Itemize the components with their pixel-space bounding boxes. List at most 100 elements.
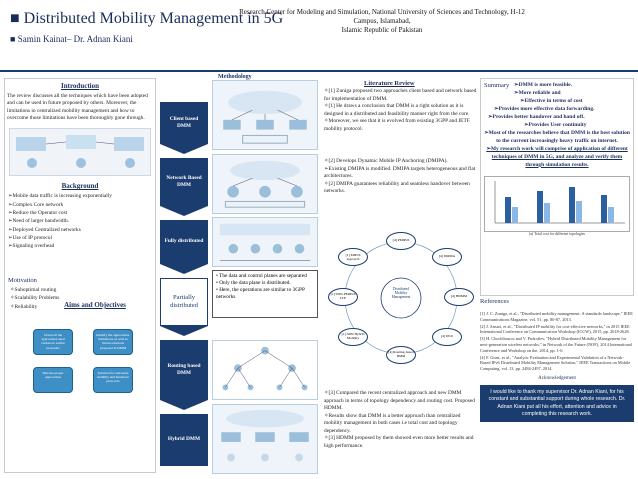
summary-item: ➢Most of the researches believe that DMM…: [484, 129, 630, 144]
routing-based-figure: [212, 340, 318, 400]
aim-bubble: Solution for end users mobility and hand…: [93, 366, 133, 393]
list-item: ➢Deployed Centralized networks: [8, 226, 81, 233]
client-network-figure: [212, 80, 318, 150]
background-heading: Background: [61, 182, 99, 191]
middle-column: Methodology Client based DMM Network Bas…: [160, 74, 478, 475]
poster-header: [0, 0, 638, 68]
stage-hybrid: Hybrid DMM: [160, 414, 208, 466]
stage-arrow: [160, 206, 208, 216]
header-divider: [0, 70, 638, 72]
aims-diagram: Given all the approaches used various in…: [5, 309, 155, 419]
literature-bottom: ✧[3] Compared the recent centralized app…: [324, 390, 478, 451]
lit-item: ✧[3] Compared the recent centralized app…: [324, 390, 475, 412]
methodology-heading: Methodology: [218, 74, 252, 80]
stage-arrow: [160, 326, 208, 336]
literature-top: ✧[1] Zuniga proposed two approaches clie…: [324, 88, 478, 133]
references-heading: References: [480, 298, 509, 305]
background-list: ➢Mobile data traffic is increasing expon…: [5, 190, 155, 253]
list-item: ➢Mobile data traffic is increasing expon…: [8, 193, 112, 200]
approach-node: [4] Routing-based DMM: [386, 346, 416, 364]
bullet-icon: ■: [10, 10, 20, 27]
summary-item: ➢Provides more effective data forwarding…: [494, 105, 595, 112]
note-item: • Here, the operations are similar to 3G…: [216, 287, 305, 301]
note-item: • Only the data plane is distributed.: [216, 280, 291, 287]
affiliation: Research Center for Modeling and Simulat…: [232, 8, 532, 35]
approach-node: [1] MIPv6 approach: [338, 248, 368, 266]
note-item: • The data and control planes are separa…: [216, 273, 307, 279]
network-based-figure: [212, 154, 318, 214]
references-list: [1] J. C. Zuniga, et al., "Distributed m…: [480, 311, 634, 372]
summary-heading: Summary: [484, 82, 510, 89]
stage-client-based: Client based DMM: [160, 102, 208, 144]
left-column: Introduction The review discusses all th…: [4, 78, 156, 473]
lit-item: ✧[2] Develops Dynamic Mobile IP Anchorin…: [324, 158, 448, 164]
poster-title: ■ Distributed Mobility Management in 5G: [10, 10, 283, 28]
stage-arrow: [160, 144, 208, 154]
aim-bubble: Identify the approaches, limitations as …: [93, 328, 133, 355]
right-column: Summary ➢DMM is more feasible. ➢More rel…: [480, 78, 634, 475]
lit-item: ➢Existing DMIPA is modified. DMIPA targe…: [324, 165, 476, 180]
motivation-list: ✧Suboptimal routing ✧Scalability Problem…: [5, 286, 155, 311]
list-item: ➢Need of larger bandwidth.: [8, 218, 70, 225]
acknowledgement-text: I would like to thank my supervisor Dr. …: [480, 384, 634, 423]
reference-item: [1] J. C. Zuniga, et al., "Distributed m…: [480, 311, 633, 322]
authors-text: Samin Kainat– Dr. Adnan Kiani: [17, 34, 133, 44]
lit-item: ✧[3] HDMM proposed by them showed even m…: [324, 435, 474, 449]
authors: ■ Samin Kainat– Dr. Adnan Kiani: [10, 34, 133, 44]
summary-item: ➢Provides better handover and hand off.: [488, 113, 585, 120]
lit-item: ✧Results show that DMM is a better appro…: [324, 412, 461, 434]
affiliation-line-1: Research Center for Modeling and Simulat…: [239, 8, 525, 26]
list-item: ➢Reduce the Operator cost: [8, 209, 68, 216]
partial-notes-box: • The data and control planes are separa…: [212, 270, 318, 318]
lit-item: ✧[1] He draws a conclusion that DMM is a…: [324, 103, 470, 117]
stage-routing-based: Routing based DMM: [160, 340, 208, 400]
summary-item: ➢Provides User continuity: [524, 121, 587, 128]
approach-node: [4] DMMA: [432, 248, 462, 266]
literature-middle: ✧[2] Develops Dynamic Mobile IP Anchorin…: [324, 158, 478, 196]
chart-caption: (a) Total cost for different topologies: [528, 231, 585, 236]
summary-item: ➢More reliable and: [514, 89, 561, 96]
lit-item: ✧[1] Zuniga proposed two approaches clie…: [324, 88, 477, 102]
literature-heading: Literature Review: [364, 80, 415, 87]
introduction-text: The review discusses all the techniques …: [7, 93, 148, 121]
reference-item: [4] F. Giust, et al., "Analytic Evaluati…: [480, 354, 631, 372]
motivation-heading: Motivation: [8, 276, 37, 284]
aim-bubble: Given all the approaches used various in…: [33, 328, 73, 355]
fully-distributed-figure: [212, 217, 318, 267]
aim-bubble: Discuss proper approaches: [33, 366, 73, 393]
approach-node: [1] SDN-PMIPv6 LTE: [328, 288, 358, 306]
stage-fully-distributed: Fully distributed: [160, 220, 208, 264]
list-item: ➢Use of IP protocol: [8, 235, 53, 242]
summary-panel: Summary ➢DMM is more feasible. ➢More rel…: [480, 78, 634, 296]
introduction-heading: Introduction: [61, 82, 99, 90]
title-text: Distributed Mobility Management in 5G: [23, 10, 284, 27]
list-item: ✧Scalability Problems: [10, 295, 60, 302]
summary-item: ➢DMM is more feasible.: [514, 82, 572, 88]
approach-node: [1] SDN Hybrid Mobility: [338, 328, 368, 346]
approach-node: [4] PMIPv6: [386, 232, 416, 250]
reference-item: [2] J. Ansari, et al., "Distributed IP m…: [480, 323, 630, 335]
hybrid-figure: [212, 404, 318, 474]
list-item: ✧Reliability: [10, 303, 38, 310]
total-cost-chart: [484, 175, 630, 232]
acknowledgement-heading: Acknowledgement: [538, 375, 576, 381]
bullet-icon: ■: [10, 34, 16, 44]
summary-item: ➢My research work will comprise of appli…: [486, 145, 628, 168]
dmm-center-node: Distributed Mobility Management: [391, 287, 411, 299]
dmm-approaches-diagram: Distributed Mobility Management [4] PMIP…: [324, 214, 478, 382]
reference-item: [3] H. Chochliouros and V. Prokofiev, "H…: [480, 336, 632, 353]
stage-arrow: [160, 400, 208, 410]
summary-item: ➢Effective in terms of cost: [520, 97, 583, 104]
list-item: ✧Suboptimal routing: [10, 286, 57, 293]
aims-heading: Aims and Objectives: [64, 300, 126, 309]
stage-partially-distributed: Partially distributed: [160, 278, 208, 326]
approach-node: [4] IPv6: [432, 328, 462, 346]
stage-network-based: Network Based DMM: [160, 158, 208, 206]
lit-item: ✧[2] DMIPA guarantees reliability and se…: [324, 180, 470, 195]
intro-figure: [9, 128, 151, 177]
list-item: ➢Signaling overhead: [8, 243, 55, 250]
approach-node: [4] HDMM: [444, 288, 474, 306]
stage-arrow: [160, 264, 208, 274]
affiliation-line-2: Islamic Republic of Pakistan: [341, 26, 423, 35]
lit-item: ✧Moreover, we see that it is evolved fro…: [324, 118, 470, 132]
